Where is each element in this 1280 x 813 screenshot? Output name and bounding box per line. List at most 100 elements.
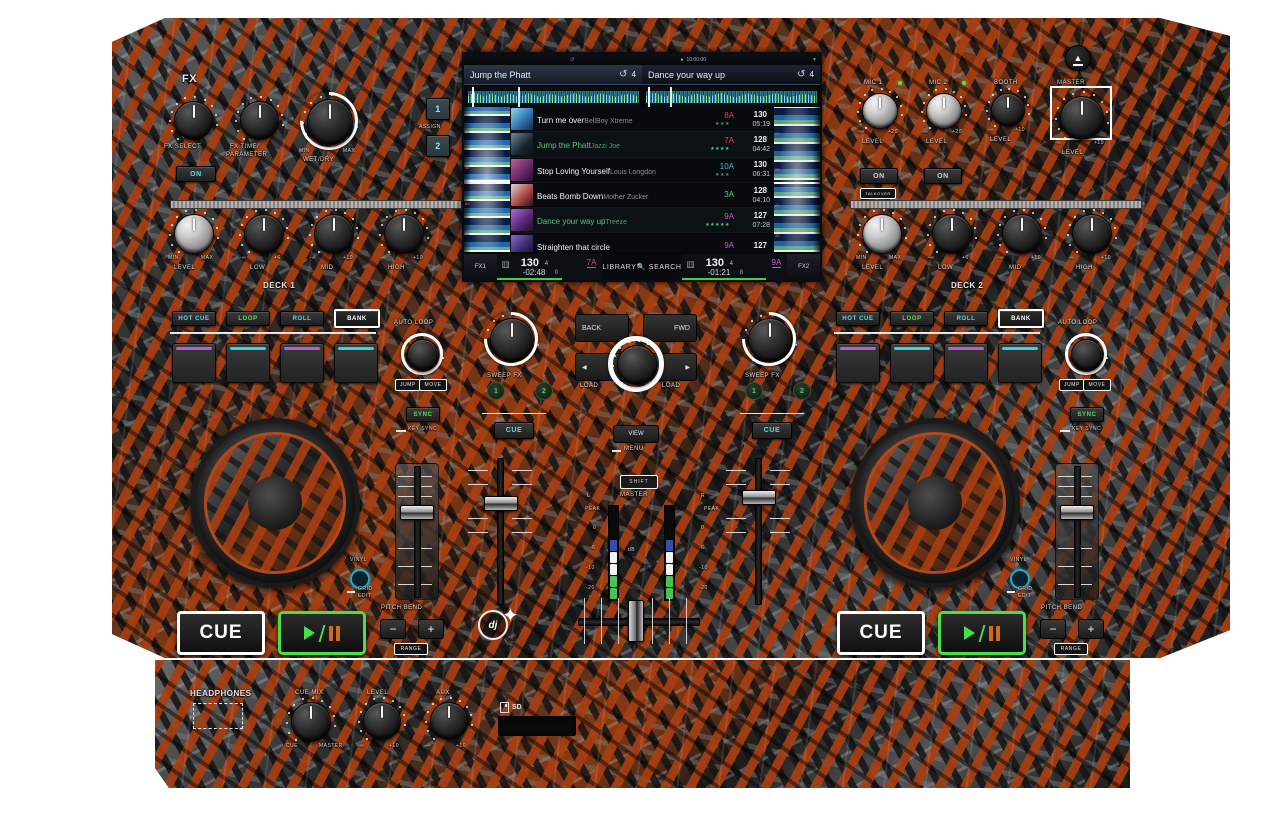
deck1-move-button[interactable]: MOVE bbox=[419, 379, 447, 391]
wet-dry-knob[interactable] bbox=[302, 94, 358, 145]
mic2-level-knob[interactable] bbox=[921, 88, 967, 129]
deck2-pad-3[interactable] bbox=[944, 343, 988, 383]
booth-level-knob[interactable] bbox=[986, 88, 1030, 128]
deck2-channel-fader[interactable] bbox=[742, 490, 776, 505]
fx1-button[interactable]: FX1 bbox=[464, 254, 497, 280]
deck2-cue-button[interactable]: CUE bbox=[837, 611, 925, 655]
deck1-roll-button[interactable]: ROLL bbox=[280, 311, 324, 326]
mic2-on-button[interactable]: ON bbox=[924, 168, 962, 184]
fx-select-knob[interactable] bbox=[169, 96, 218, 140]
deck2-roll-button[interactable]: ROLL bbox=[944, 311, 988, 326]
cue-mix-knob[interactable] bbox=[286, 697, 336, 742]
deck1-channel-fader[interactable] bbox=[484, 496, 518, 511]
crossfader-cap[interactable] bbox=[628, 600, 644, 642]
fwd-button[interactable]: FWD bbox=[643, 314, 697, 342]
back-button[interactable]: BACK bbox=[575, 314, 629, 342]
mic1-on-button[interactable]: ON bbox=[860, 168, 898, 184]
sweep-fx-right-knob[interactable] bbox=[743, 313, 797, 362]
deck2-high-knob[interactable] bbox=[1067, 209, 1117, 254]
deck1-level-knob[interactable] bbox=[169, 209, 219, 254]
deck2-hot-cue-button[interactable]: HOT CUE bbox=[836, 311, 880, 326]
sweep-fx-left-1[interactable]: 1 bbox=[487, 382, 505, 400]
eject-icon[interactable]: ▲ bbox=[1065, 45, 1091, 71]
view-button[interactable]: VIEW bbox=[613, 425, 659, 443]
fx-assign-1-button[interactable]: 1 bbox=[426, 98, 450, 120]
library-button[interactable]: LIBRARY bbox=[602, 263, 637, 271]
deck2-bank-button[interactable]: BANK bbox=[998, 309, 1044, 328]
search-button[interactable]: 🔍 SEARCH bbox=[636, 263, 681, 272]
deck1-auto-loop-knob[interactable] bbox=[402, 334, 444, 372]
sweep-fx-left-knob[interactable] bbox=[485, 313, 539, 362]
deck1-high-knob[interactable] bbox=[379, 209, 429, 254]
deck2-jog-wheel[interactable] bbox=[850, 418, 1020, 588]
main-display[interactable]: ↺ ● 10:00:00 ▼ Jump the Phatt ↺ 4 Dance … bbox=[462, 52, 822, 282]
deck1-pad-4[interactable] bbox=[334, 343, 378, 383]
deck2-pitch-bend-plus[interactable]: + bbox=[1078, 619, 1104, 639]
fx-time-parameter-knob[interactable] bbox=[235, 96, 284, 140]
hp-level-knob[interactable] bbox=[358, 697, 406, 740]
deck1-pitch-fader[interactable] bbox=[400, 505, 434, 520]
deck1-play-pause-button[interactable] bbox=[278, 611, 366, 655]
sweep-fx-right-2[interactable]: 2 bbox=[793, 382, 811, 400]
deck2-channel-fader-slot[interactable] bbox=[755, 458, 762, 605]
deck2-pad-1[interactable] bbox=[836, 343, 880, 383]
shift-button[interactable]: SHIFT bbox=[620, 475, 658, 489]
browse-encoder-knob[interactable] bbox=[612, 340, 662, 385]
deck1-range-button[interactable]: RANGE bbox=[394, 643, 428, 655]
deck1-loop-button[interactable]: LOOP bbox=[226, 311, 270, 326]
deck2-vinyl-button[interactable] bbox=[1010, 569, 1030, 589]
deck1-pad-2[interactable] bbox=[226, 343, 270, 383]
deck1-mid-knob[interactable] bbox=[309, 209, 359, 254]
deck1-jump-button[interactable]: JUMP bbox=[395, 379, 420, 391]
deck1-pitch-bend-plus[interactable]: + bbox=[418, 619, 444, 639]
deck2-loop-button[interactable]: LOOP bbox=[890, 311, 934, 326]
deck2-sync-button[interactable]: SYNC bbox=[1070, 407, 1104, 422]
master-level-knob[interactable] bbox=[1055, 91, 1109, 140]
deck1-bank-button[interactable]: BANK bbox=[334, 309, 380, 328]
deck2-mid-knob[interactable] bbox=[997, 209, 1047, 254]
sd-card-slot[interactable]: SD bbox=[500, 702, 522, 713]
deck1-pitch-bend-minus[interactable]: − bbox=[380, 619, 406, 639]
mic1-level-knob[interactable] bbox=[857, 88, 903, 129]
sweep-fx-right-1[interactable]: 1 bbox=[745, 382, 763, 400]
sd-card-opening[interactable] bbox=[498, 716, 576, 736]
deck2-jump-button[interactable]: JUMP bbox=[1059, 379, 1084, 391]
deck1-pad-3[interactable] bbox=[280, 343, 324, 383]
deck-right-vertical-waveform[interactable]: 27 28 29 30 bbox=[774, 107, 820, 252]
deck1-jog-wheel[interactable] bbox=[190, 418, 360, 588]
aux-knob[interactable] bbox=[425, 697, 473, 740]
deck1-hot-cue-button[interactable]: HOT CUE bbox=[172, 311, 216, 326]
deck2-pitch-bend-minus[interactable]: − bbox=[1040, 619, 1066, 639]
deck1-sync-button[interactable]: SYNC bbox=[406, 407, 440, 422]
deck2-play-pause-button[interactable] bbox=[938, 611, 1026, 655]
deck-right-overview-waveform[interactable] bbox=[646, 87, 817, 107]
deck1-cue-button[interactable]: CUE bbox=[177, 611, 265, 655]
deck2-pitch-fader[interactable] bbox=[1060, 505, 1094, 520]
deck1-pitch-slot[interactable] bbox=[414, 466, 421, 598]
deck1-channel-fader-slot[interactable] bbox=[497, 458, 504, 605]
deck1-pad-1[interactable] bbox=[172, 343, 216, 383]
deck2-auto-loop-knob[interactable] bbox=[1066, 334, 1108, 372]
deck-left-vertical-waveform[interactable]: 57 58 59 60 bbox=[464, 107, 510, 252]
fx-assign-2-button[interactable]: 2 bbox=[426, 135, 450, 157]
fx-on-button[interactable]: ON bbox=[176, 166, 216, 182]
fx2-button[interactable]: FX2 bbox=[787, 254, 820, 280]
deck1-low-knob[interactable] bbox=[239, 209, 289, 254]
deck2-headphone-cue-button[interactable]: CUE bbox=[752, 422, 792, 439]
deck2-move-button[interactable]: MOVE bbox=[1083, 379, 1111, 391]
deck2-low-knob[interactable] bbox=[927, 209, 977, 254]
deck-left-overview-waveform[interactable] bbox=[468, 87, 639, 107]
deck2-range-button[interactable]: RANGE bbox=[1054, 643, 1088, 655]
deck2-pitch-slot[interactable] bbox=[1074, 466, 1081, 598]
deck1-headphone-cue-button[interactable]: CUE bbox=[494, 422, 534, 439]
deck2-pad-2[interactable] bbox=[890, 343, 934, 383]
deck2-level-knob[interactable] bbox=[857, 209, 907, 254]
deck2-pad-4[interactable] bbox=[998, 343, 1042, 383]
